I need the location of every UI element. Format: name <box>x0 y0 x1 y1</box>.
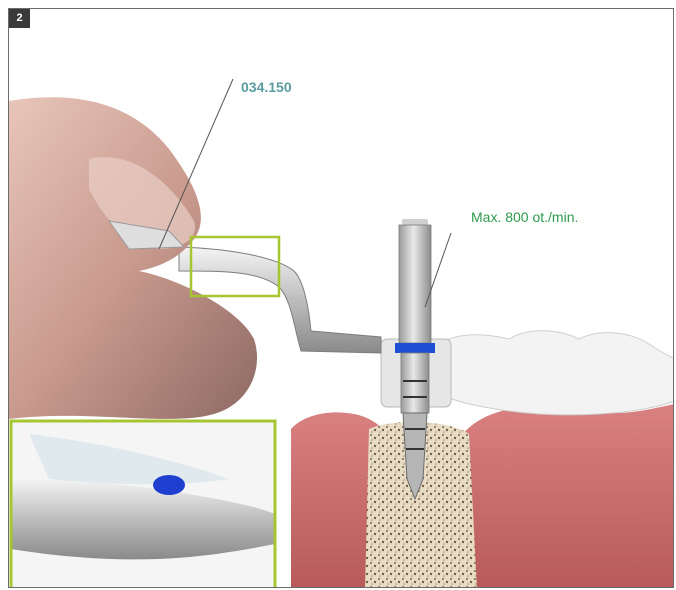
drill-tip-top <box>402 219 428 225</box>
drill-shank <box>399 225 431 343</box>
teeth <box>439 331 674 415</box>
gingiva-right <box>459 404 674 588</box>
step-number-badge: 2 <box>9 9 30 28</box>
part-number-label: 034.150 <box>241 79 292 95</box>
inset-blue-dot <box>153 475 185 495</box>
figure-frame: 2 034.150 Max. 800 ot./min. <box>8 8 674 588</box>
dental-illustration <box>9 9 674 588</box>
drill-body <box>401 353 429 413</box>
max-speed-label: Max. 800 ot./min. <box>471 209 578 225</box>
depth-stop-band <box>395 343 435 353</box>
